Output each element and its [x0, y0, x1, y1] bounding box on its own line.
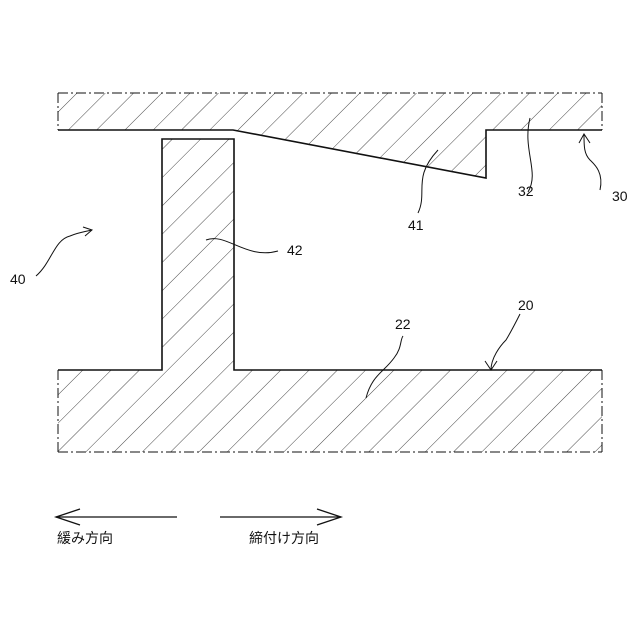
label-41: 41 [408, 218, 424, 232]
label-30: 30 [612, 189, 628, 203]
label-40: 40 [10, 272, 26, 286]
leader-20 [491, 314, 520, 370]
leader-40 [36, 230, 92, 276]
tighten-direction-label: 締付け方向 [249, 532, 319, 546]
loosen-direction-label: 緩み方向 [57, 532, 113, 546]
label-20: 20 [518, 298, 534, 312]
label-42: 42 [287, 243, 303, 257]
upper-member-30 [58, 93, 602, 178]
label-22: 22 [395, 317, 411, 331]
label-32: 32 [518, 184, 534, 198]
lower-member-outline [58, 139, 602, 370]
leader-30 [584, 135, 601, 190]
upper-member-hatch [58, 93, 602, 178]
